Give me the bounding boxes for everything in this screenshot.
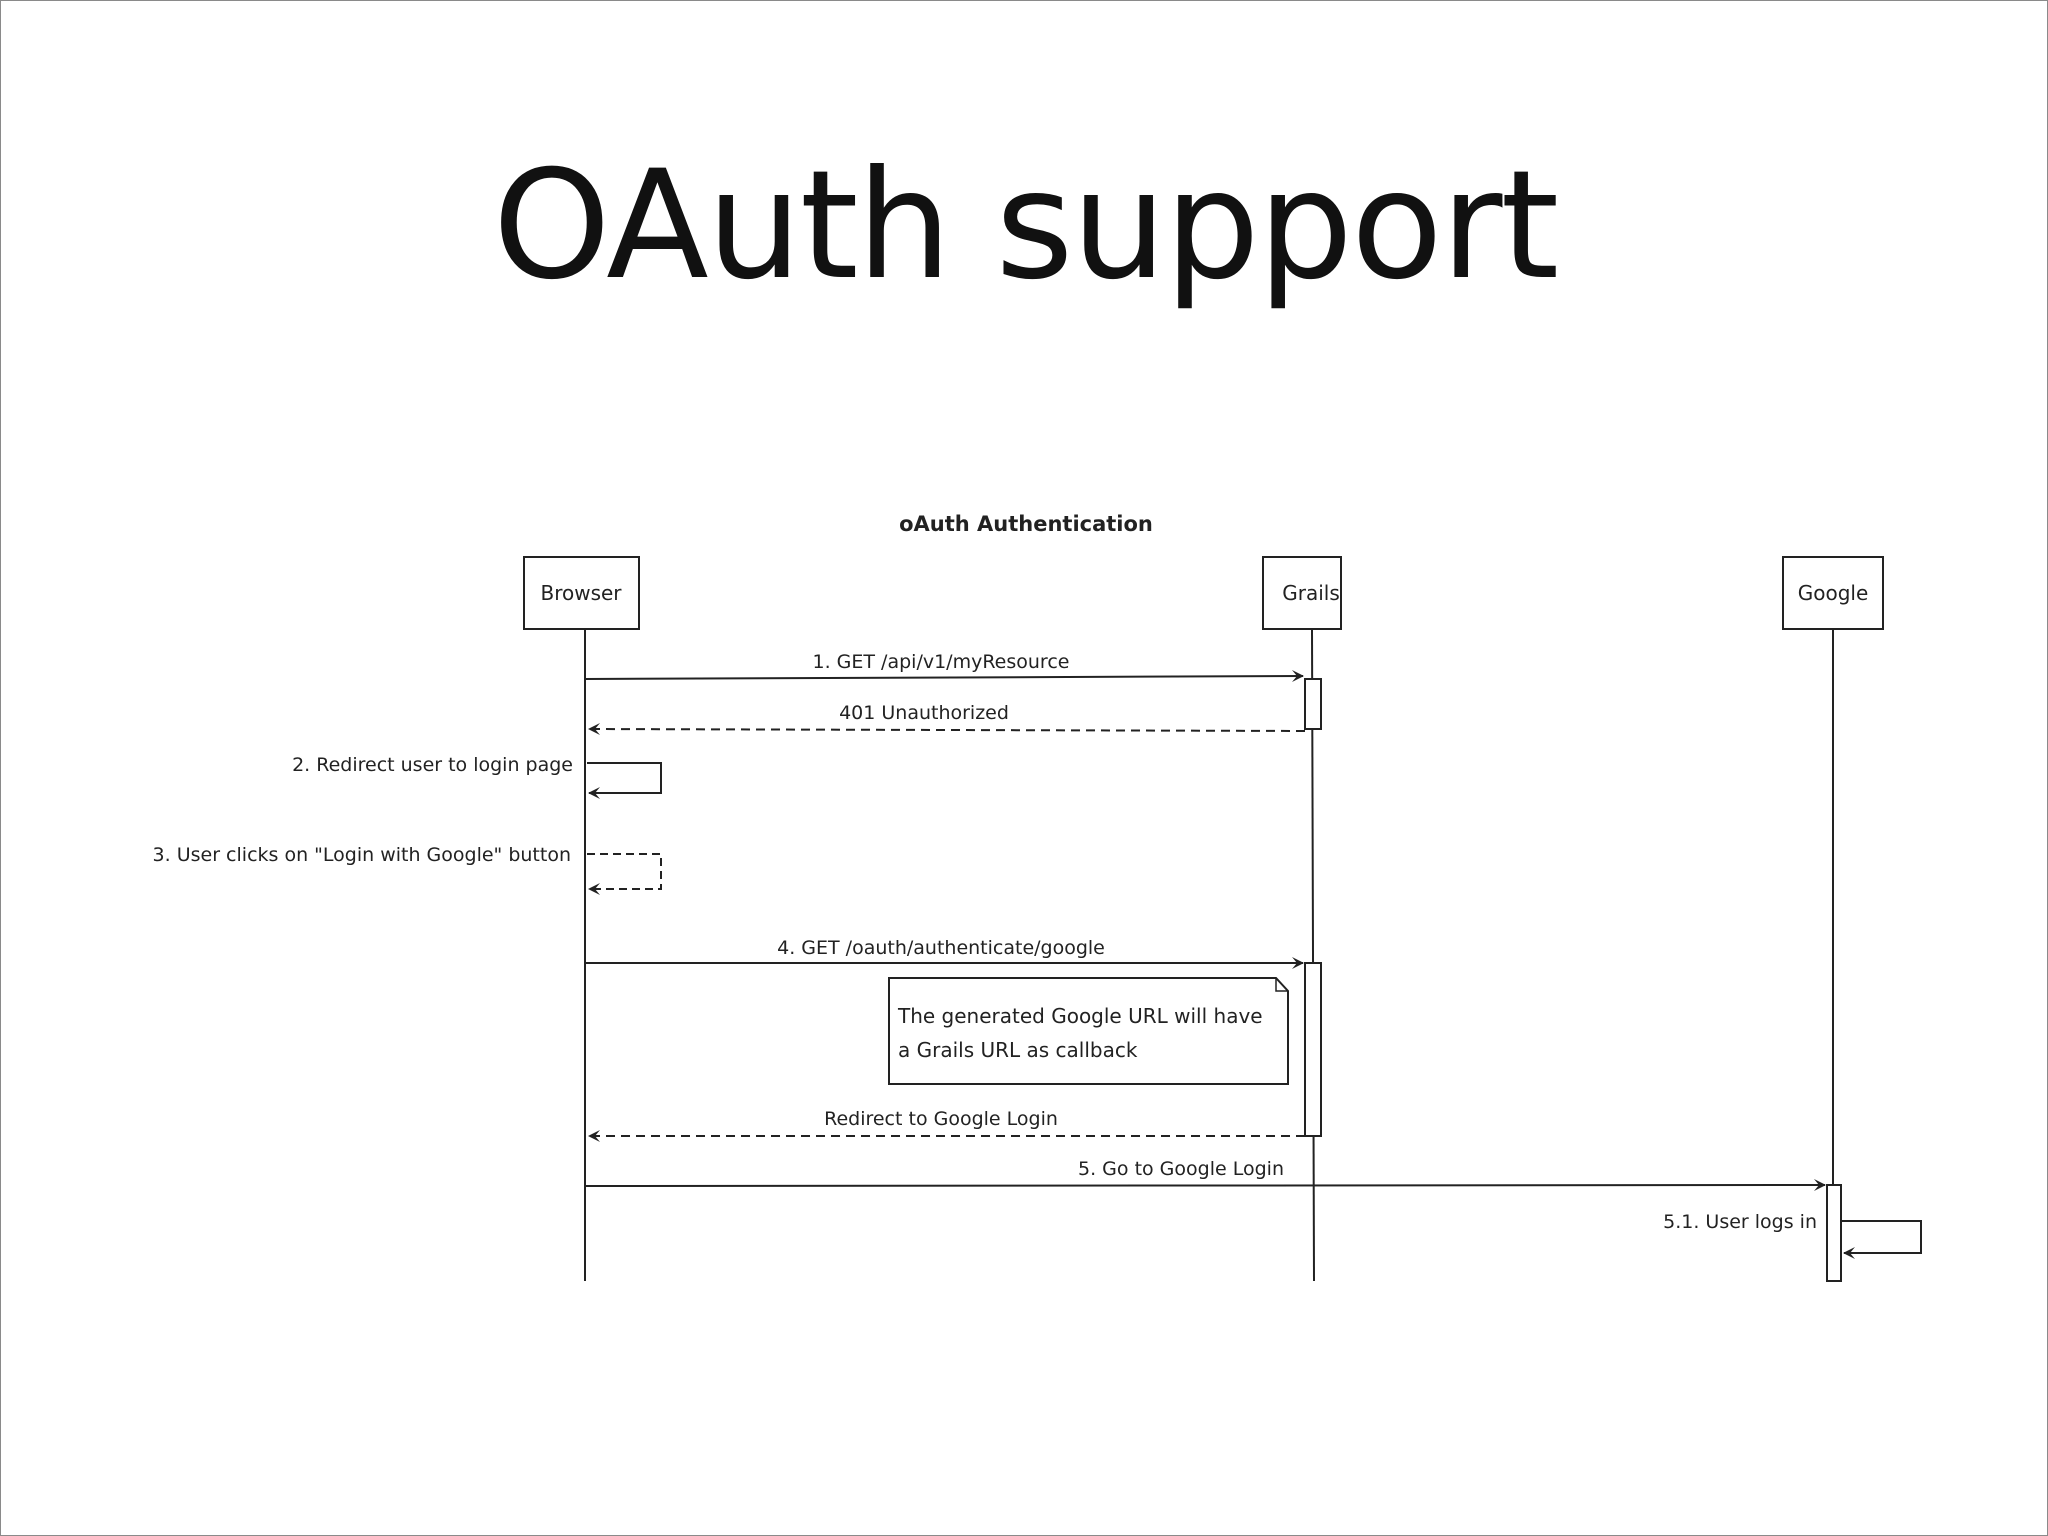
message-3-arrow <box>587 853 662 895</box>
participant-browser: Browser <box>523 556 640 630</box>
grails-activation-2 <box>1304 962 1322 1137</box>
note-line-1: The generated Google URL will have <box>897 1004 1263 1028</box>
note-line-2: a Grails URL as callback <box>898 1038 1138 1062</box>
message-5-arrow <box>584 1179 1826 1192</box>
participant-google-label: Google <box>1798 581 1869 605</box>
message-401-label: 401 Unauthorized <box>839 702 1009 724</box>
message-redirect-label: Redirect to Google Login <box>824 1108 1058 1130</box>
message-2-arrow <box>587 762 662 799</box>
participant-grails-label: Grails <box>1282 581 1340 605</box>
message-401-arrow <box>588 723 1306 736</box>
participant-google: Google <box>1782 556 1884 630</box>
message-2-label: 2. Redirect user to login page <box>292 754 573 776</box>
message-1-label: 1. GET /api/v1/myResource <box>813 651 1070 673</box>
grails-activation-1 <box>1304 678 1322 730</box>
message-5-1-arrow <box>1842 1220 1922 1259</box>
google-activation <box>1826 1184 1842 1282</box>
note: The generated Google URL will have a Gra… <box>888 977 1289 1085</box>
diagram-title: oAuth Authentication <box>899 512 1153 536</box>
message-5-1-label: 5.1. User logs in <box>1663 1211 1817 1233</box>
message-5-label: 5. Go to Google Login <box>1078 1158 1284 1180</box>
participant-browser-label: Browser <box>540 581 622 605</box>
message-3-label: 3. User clicks on "Login with Google" bu… <box>153 844 571 866</box>
message-4-label: 4. GET /oauth/authenticate/google <box>777 937 1105 959</box>
slide-title: OAuth support <box>492 139 1560 313</box>
grails-lifeline <box>1311 628 1315 1282</box>
message-1-arrow <box>584 670 1304 683</box>
participant-grails: Grails <box>1262 556 1342 630</box>
